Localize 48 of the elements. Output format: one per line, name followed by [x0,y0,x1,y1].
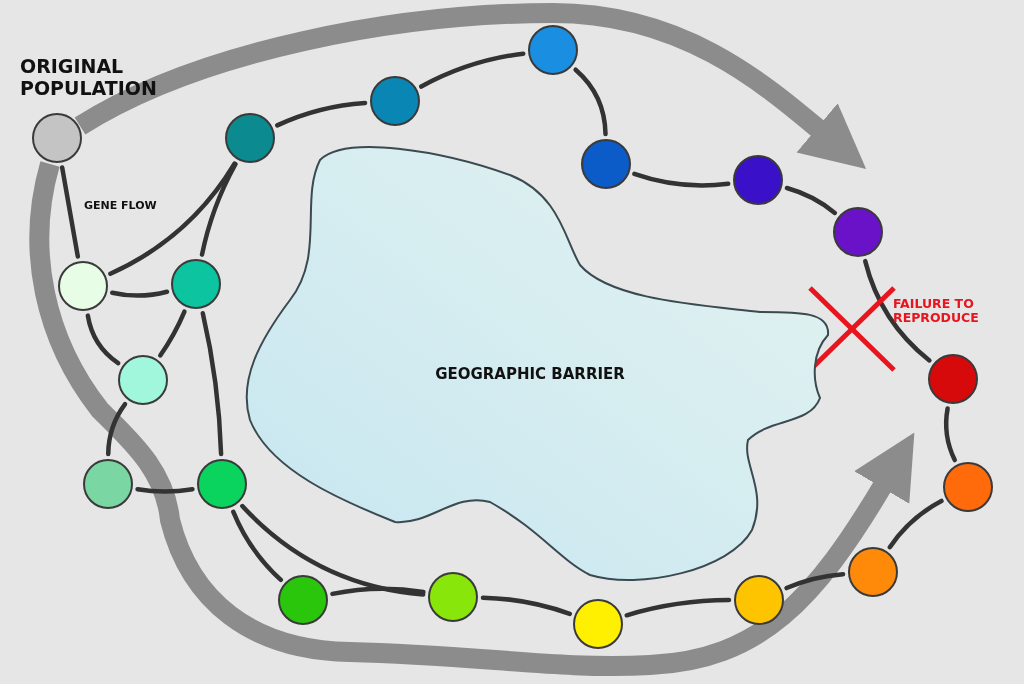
gene-flow-line [624,597,732,618]
population-circle [733,155,783,205]
gene-flow-line [573,67,608,137]
gene-flow-line [135,486,195,494]
population-circle [171,259,221,309]
direction-arrow [75,3,867,169]
process-label: GENE FLOW [84,200,158,213]
gene-flow-line [59,165,81,259]
gene-flow-line [274,100,368,128]
gene-flow-line [231,509,284,583]
population-circle [225,113,275,163]
gene-flow-line [330,586,426,597]
population-circle [581,139,631,189]
population-circle [58,261,108,311]
population-circle [528,25,578,75]
gene-flow-line [863,258,932,363]
population-circle [928,354,978,404]
gene-flow-line [108,161,237,276]
population-circle [833,207,883,257]
population-circle [278,575,328,625]
gene-flow-line [106,401,128,457]
gene-flow-line [480,595,572,617]
gene-flow-line [85,313,121,366]
gene-flow-line [632,171,731,188]
population-caption: ORIGINAL POPULATION [20,56,158,100]
gene-flow-line [784,185,838,216]
population-circle [848,547,898,597]
population-circle [428,572,478,622]
gene-flow-line [887,498,944,550]
region-label: GEOGRAPHIC BARRIER [434,366,626,384]
population-circle [943,462,993,512]
direction-arrow [29,161,915,676]
gene-flow-line [784,571,846,591]
gene-flow-line [240,503,426,597]
gene-flow-line [419,51,526,89]
gene-flow-line [158,309,187,358]
population-circle [197,459,247,509]
population-circle [370,76,420,126]
population-circle [83,459,133,509]
gene-flow-line [943,406,957,463]
population-circle [32,113,82,163]
population-circle [118,355,168,405]
gene-flow-line [110,289,170,298]
gene-flow-line [200,310,224,457]
gene-flow-line [199,161,238,257]
population-circle [573,599,623,649]
annotation-text: FAILURE TO REPRODUCE [893,297,980,326]
population-circle [734,575,784,625]
